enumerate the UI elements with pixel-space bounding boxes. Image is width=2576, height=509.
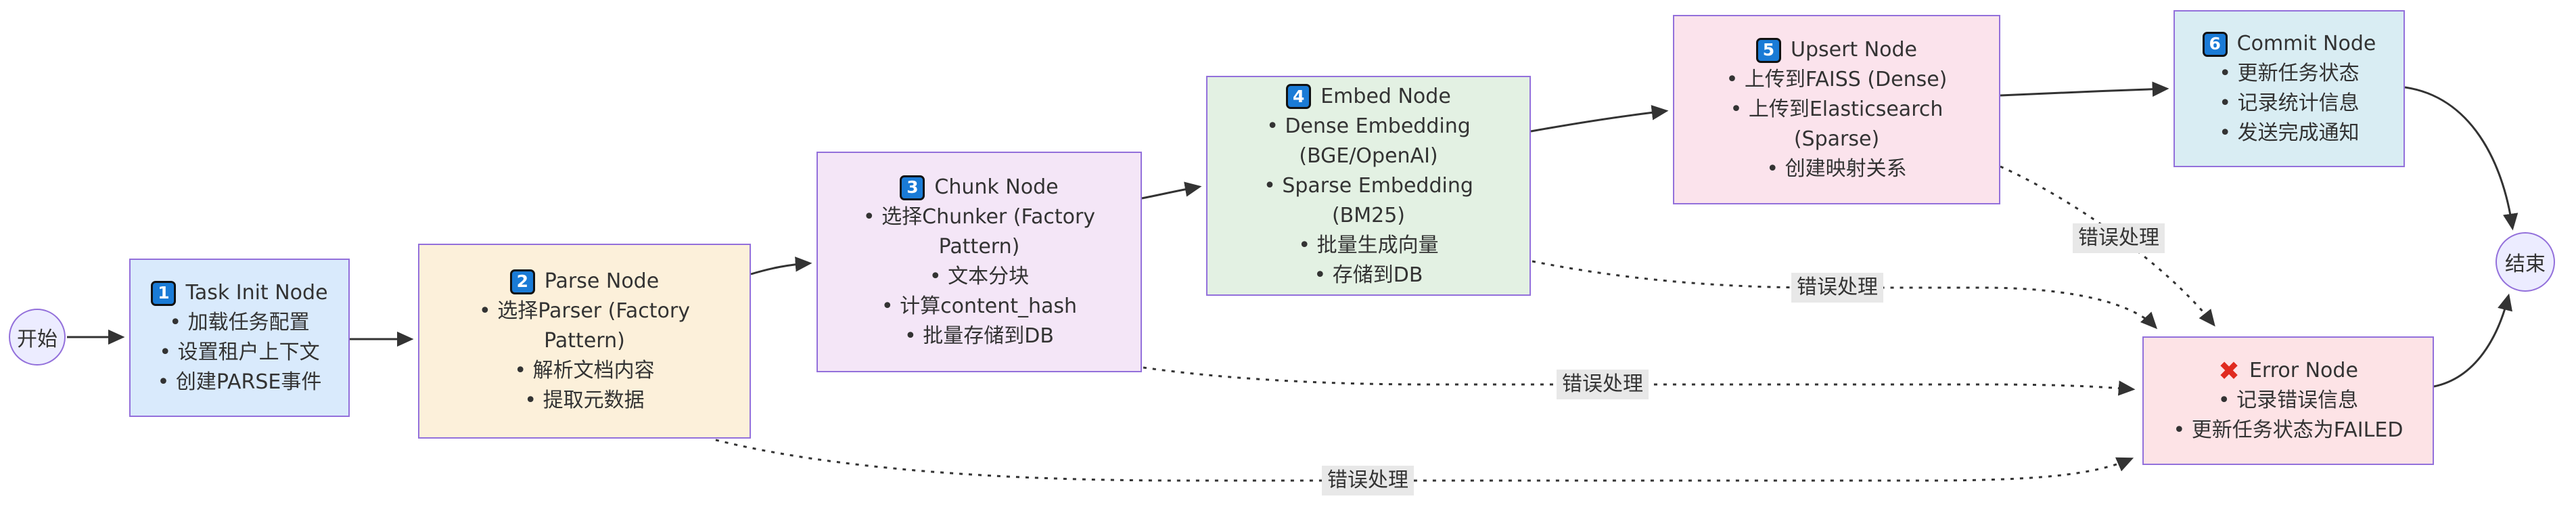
node-bullet: 提取元数据 bbox=[524, 386, 645, 416]
node-bullet: 更新任务状态 bbox=[2219, 59, 2360, 89]
node-title-row: 3 Chunk Node bbox=[900, 173, 1059, 202]
edge-embed-to-upsert bbox=[1530, 105, 1669, 133]
node-title: Chunk Node bbox=[934, 175, 1059, 199]
edge-label-error-handling: 错误处理 bbox=[2073, 223, 2165, 253]
end-node: 结束 bbox=[2496, 232, 2555, 292]
error-cross-icon: ✖ bbox=[2218, 356, 2240, 386]
edge-embed-to-error bbox=[1532, 260, 2158, 330]
node-bullet: 创建映射关系 bbox=[1766, 154, 1907, 184]
number-badge-icon: 5 bbox=[1755, 37, 1781, 63]
node-embed: 4 Embed Node Dense Embedding (BGE/OpenAI… bbox=[1206, 76, 1531, 296]
node-bullet: 选择Parser (Factory Pattern) bbox=[440, 296, 729, 356]
edge-upsert-to-commit bbox=[2000, 81, 2169, 97]
node-title-row: 2 Parse Node bbox=[509, 267, 660, 296]
edge-parse-to-error bbox=[715, 439, 2134, 482]
node-bullet: 设置租户上下文 bbox=[159, 338, 320, 368]
start-label: 开始 bbox=[17, 328, 58, 351]
node-bullet: Dense Embedding (BGE/OpenAI) bbox=[1228, 112, 1509, 171]
node-bullet: 上传到Elasticsearch (Sparse) bbox=[1695, 95, 1979, 154]
node-bullet: 发送完成通知 bbox=[2219, 118, 2360, 148]
number-badge-icon: 2 bbox=[509, 269, 535, 294]
node-bullet: 创建PARSE事件 bbox=[158, 368, 322, 397]
node-title: Commit Node bbox=[2236, 32, 2376, 56]
node-bullet: 批量生成向量 bbox=[1298, 231, 1439, 261]
node-title: Error Node bbox=[2249, 359, 2358, 382]
node-bullet: 计算content_hash bbox=[881, 292, 1077, 322]
node-title-row: 4 Embed Node bbox=[1286, 82, 1451, 112]
edge-label-error-handling: 错误处理 bbox=[1557, 370, 1649, 399]
node-bullet: 文本分块 bbox=[929, 262, 1029, 292]
number-badge-icon: 6 bbox=[2202, 31, 2228, 57]
node-title: Embed Node bbox=[1320, 84, 1451, 108]
edge-label-error-handling: 错误处理 bbox=[1322, 466, 1414, 495]
edge-label-error-handling: 错误处理 bbox=[1791, 273, 1883, 303]
edge-error-to-end bbox=[2433, 293, 2512, 388]
node-bullet: 选择Chunker (Factory Pattern) bbox=[838, 202, 1120, 262]
node-bullet: 批量存储到DB bbox=[904, 322, 1054, 351]
end-label: 结束 bbox=[2505, 252, 2546, 276]
node-bullet: 加载任务配置 bbox=[169, 308, 310, 338]
node-bullet: 记录错误信息 bbox=[2218, 386, 2358, 416]
node-bullet: Sparse Embedding (BM25) bbox=[1228, 171, 1509, 231]
node-title-row: 1 Task Init Node bbox=[151, 278, 328, 308]
edge-parse-to-chunk bbox=[750, 257, 812, 275]
node-title: Parse Node bbox=[544, 269, 660, 293]
start-node: 开始 bbox=[9, 309, 66, 366]
node-chunk: 3 Chunk Node 选择Chunker (Factory Pattern)… bbox=[816, 152, 1142, 372]
number-badge-icon: 3 bbox=[900, 175, 925, 200]
node-bullet: 解析文档内容 bbox=[514, 356, 655, 386]
node-parse: 2 Parse Node 选择Parser (Factory Pattern) … bbox=[418, 244, 751, 439]
node-error: ✖ Error Node 记录错误信息 更新任务状态为FAILED bbox=[2142, 336, 2434, 465]
node-title-row: 5 Upsert Node bbox=[1755, 35, 1918, 65]
node-title: Upsert Node bbox=[1790, 38, 1918, 62]
node-upsert: 5 Upsert Node 上传到FAISS (Dense) 上传到Elasti… bbox=[1673, 15, 2000, 204]
node-commit: 6 Commit Node 更新任务状态 记录统计信息 发送完成通知 bbox=[2174, 10, 2405, 167]
node-task-init: 1 Task Init Node 加载任务配置 设置租户上下文 创建PARSE事… bbox=[129, 259, 350, 417]
node-title-row: 6 Commit Node bbox=[2202, 29, 2376, 59]
number-badge-icon: 1 bbox=[151, 280, 177, 306]
node-title-row: ✖ Error Node bbox=[2218, 356, 2358, 386]
edge-chunk-to-embed bbox=[1141, 181, 1202, 200]
node-bullet: 上传到FAISS (Dense) bbox=[1726, 65, 1948, 95]
node-bullet: 更新任务状态为FAILED bbox=[2174, 416, 2404, 445]
node-bullet: 存储到DB bbox=[1314, 261, 1423, 290]
edge-commit-to-end bbox=[2404, 86, 2518, 231]
node-bullet: 记录统计信息 bbox=[2219, 89, 2360, 118]
node-title: Task Init Node bbox=[185, 281, 328, 305]
number-badge-icon: 4 bbox=[1286, 84, 1312, 109]
